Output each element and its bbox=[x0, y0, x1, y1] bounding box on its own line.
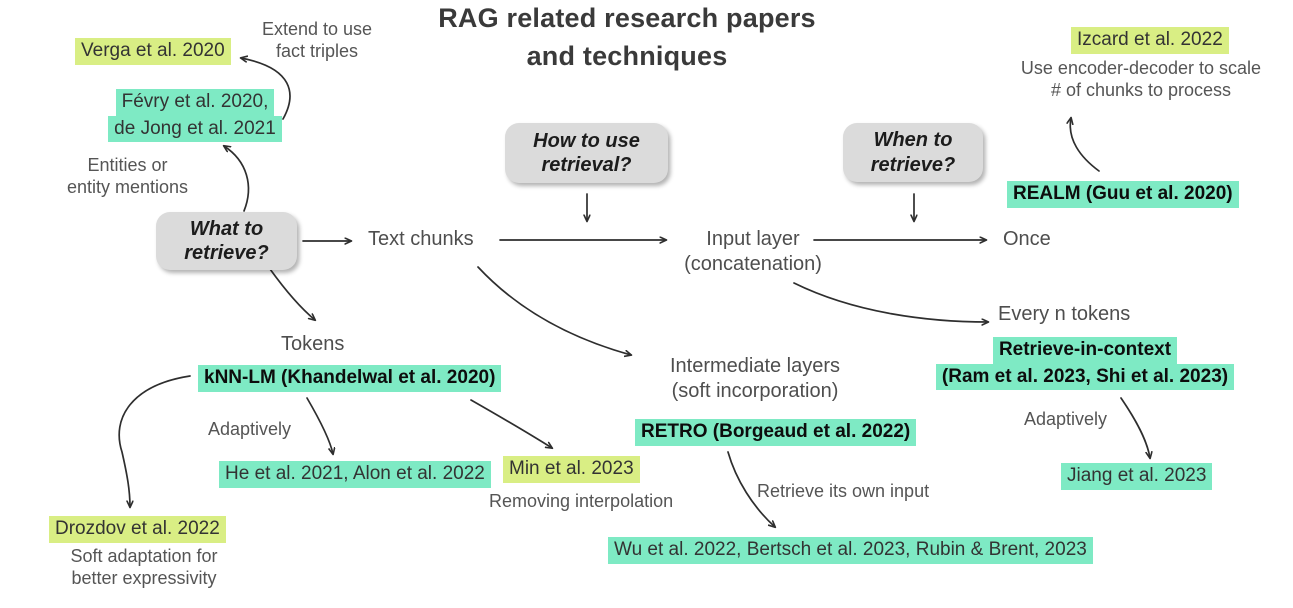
node-input-layer: Input layer (concatenation) bbox=[684, 228, 822, 275]
node-every-n-tokens: Every n tokens bbox=[998, 303, 1131, 325]
note-encoder-decoder: Use encoder-decoder to scale # of chunks… bbox=[1020, 58, 1262, 100]
note-entities-mentions: Entities or entity mentions bbox=[66, 155, 189, 197]
note-retrieve-own-input: Retrieve its own input bbox=[757, 481, 930, 501]
box-how-to-use-retrieval: How to use retrieval? bbox=[505, 123, 668, 183]
paper-he-alon: He et al. 2021, Alon et al. 2022 bbox=[219, 461, 491, 488]
paper-fevry-line1: Févry et al. 2020, bbox=[115, 89, 275, 116]
paper-verga: Verga et al. 2020 bbox=[75, 38, 231, 65]
arrow-whatbox-to-tokens bbox=[269, 268, 315, 320]
arrow-whatbox-to-fevry bbox=[224, 146, 250, 212]
paper-drozdov: Drozdov et al. 2022 bbox=[49, 516, 226, 543]
arrow-inputlayer-to-everyn bbox=[793, 282, 988, 322]
note-adaptively-left: Adaptively bbox=[208, 419, 292, 439]
arrow-realm-to-note bbox=[1070, 118, 1100, 172]
node-text-chunks: Text chunks bbox=[368, 228, 474, 250]
paper-ric-line2: (Ram et al. 2023, Shi et al. 2023) bbox=[935, 363, 1235, 391]
paper-wu-bertsch-rubin: Wu et al. 2022, Bertsch et al. 2023, Rub… bbox=[608, 537, 1093, 564]
note-adaptively-right: Adaptively bbox=[1024, 409, 1108, 429]
node-intermediate-layers: Intermediate layers (soft incorporation) bbox=[669, 355, 841, 402]
arrow-knnlm-to-drozdov bbox=[118, 375, 191, 507]
note-removing-interpolation: Removing interpolation bbox=[489, 491, 674, 511]
page-title: RAG related research papers and techniqu… bbox=[438, 3, 816, 71]
box-when-to-retrieve: When to retrieve? bbox=[843, 123, 983, 182]
arrow-knnlm-to-min bbox=[470, 399, 552, 448]
paper-izcard: Izcard et al. 2022 bbox=[1071, 27, 1229, 54]
paper-knnlm: kNN-LM (Khandelwal et al. 2020) bbox=[198, 365, 502, 392]
arrow-knnlm-to-he bbox=[306, 397, 333, 454]
node-once: Once bbox=[1003, 228, 1051, 250]
paper-retro: RETRO (Borgeaud et al. 2022) bbox=[635, 419, 917, 446]
paper-min: Min et al. 2023 bbox=[503, 456, 640, 483]
paper-jiang: Jiang et al. 2023 bbox=[1061, 463, 1213, 490]
paper-fevry-line2: de Jong et al. 2021 bbox=[108, 115, 282, 143]
node-tokens: Tokens bbox=[281, 333, 345, 355]
paper-fevry-dejong: Févry et al. 2020, de Jong et al. 2021 bbox=[105, 89, 285, 143]
paper-realm: REALM (Guu et al. 2020) bbox=[1007, 181, 1239, 208]
box-what-to-retrieve: What to retrieve? bbox=[156, 212, 297, 270]
arrow-ric-to-jiang bbox=[1120, 397, 1150, 458]
note-soft-adaptation: Soft adaptation for better expressivity bbox=[70, 546, 218, 588]
paper-retrieve-in-context: Retrieve-in-context (Ram et al. 2023, Sh… bbox=[935, 337, 1235, 391]
paper-ric-line1: Retrieve-in-context bbox=[992, 337, 1178, 364]
note-extend-fact-triples: Extend to use fact triples bbox=[261, 19, 373, 61]
arrow-textchunks-to-intermediate bbox=[477, 266, 631, 355]
